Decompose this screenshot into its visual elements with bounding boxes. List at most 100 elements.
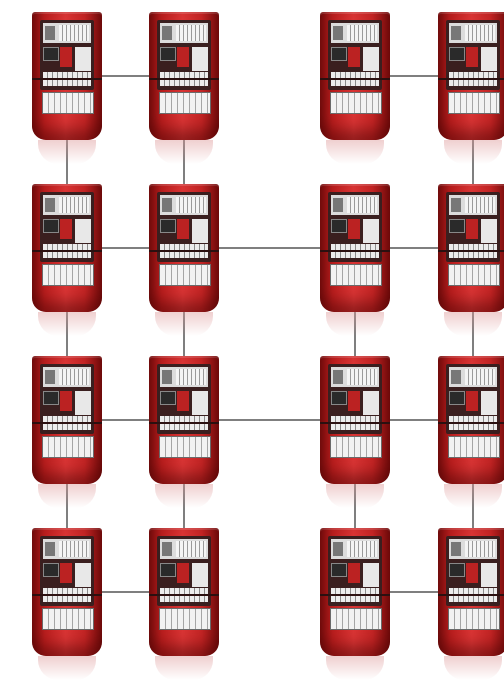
control-module	[43, 219, 59, 233]
panel-hinge	[32, 250, 102, 252]
card-module	[192, 563, 208, 587]
panel-reflection	[444, 484, 502, 508]
display-module	[449, 23, 497, 43]
relay-module	[60, 219, 72, 239]
display-module	[160, 195, 208, 215]
display-module	[449, 195, 497, 215]
fire-alarm-panel	[32, 12, 102, 164]
panel-hinge	[320, 78, 390, 80]
fire-alarm-panel	[32, 356, 102, 508]
control-module	[449, 219, 465, 233]
display-module	[331, 539, 379, 559]
panel-hinge	[438, 594, 504, 596]
fire-alarm-panel	[438, 12, 504, 164]
battery-bay	[448, 436, 500, 458]
panel-cabinet	[438, 528, 504, 656]
panel-reflection	[155, 484, 213, 508]
battery-bay	[159, 92, 211, 114]
display-module	[43, 367, 91, 387]
display-module	[43, 539, 91, 559]
control-module	[331, 563, 347, 577]
panel-cabinet	[32, 356, 102, 484]
fire-alarm-panel	[320, 184, 390, 336]
fire-alarm-panel	[320, 356, 390, 508]
panel-cabinet	[320, 356, 390, 484]
panel-hinge	[32, 422, 102, 424]
panel-hinge	[320, 422, 390, 424]
control-module	[331, 219, 347, 233]
relay-module	[177, 47, 189, 67]
panel-reflection	[444, 312, 502, 336]
panel-reflection	[38, 312, 96, 336]
panel-hinge	[320, 594, 390, 596]
relay-module	[177, 391, 189, 411]
relay-module	[60, 391, 72, 411]
panel-cabinet	[438, 356, 504, 484]
panel-cabinet	[438, 184, 504, 312]
panel-cabinet	[149, 356, 219, 484]
control-module	[160, 563, 176, 577]
display-module	[449, 367, 497, 387]
panel-hinge	[149, 594, 219, 596]
battery-bay	[159, 608, 211, 630]
fire-alarm-panel	[438, 528, 504, 680]
display-module	[43, 195, 91, 215]
battery-bay	[42, 436, 94, 458]
battery-bay	[42, 264, 94, 286]
panel-hinge	[438, 78, 504, 80]
display-module	[160, 23, 208, 43]
relay-module	[177, 563, 189, 583]
panel-cabinet	[320, 184, 390, 312]
card-module	[363, 219, 379, 243]
fire-alarm-panel	[149, 528, 219, 680]
relay-module	[466, 219, 478, 239]
control-module	[160, 219, 176, 233]
control-module	[43, 391, 59, 405]
panel-cabinet	[438, 12, 504, 140]
panel-cabinet	[320, 12, 390, 140]
display-module	[160, 539, 208, 559]
fire-alarm-panel	[32, 184, 102, 336]
card-module	[75, 47, 91, 71]
fire-alarm-panel	[32, 528, 102, 680]
panel-reflection	[155, 140, 213, 164]
panel-door	[446, 364, 500, 434]
fire-alarm-panel	[320, 528, 390, 680]
battery-bay	[330, 264, 382, 286]
relay-module	[177, 219, 189, 239]
battery-bay	[42, 608, 94, 630]
card-module	[363, 47, 379, 71]
panel-reflection	[155, 312, 213, 336]
battery-bay	[159, 436, 211, 458]
display-module	[331, 195, 379, 215]
card-module	[481, 391, 497, 415]
card-module	[192, 47, 208, 71]
card-module	[75, 391, 91, 415]
relay-module	[466, 47, 478, 67]
panel-hinge	[149, 78, 219, 80]
control-module	[449, 47, 465, 61]
relay-module	[60, 563, 72, 583]
panel-network-diagram	[32, 12, 504, 680]
display-module	[160, 367, 208, 387]
card-module	[363, 563, 379, 587]
panel-reflection	[444, 140, 502, 164]
battery-bay	[330, 608, 382, 630]
control-module	[43, 563, 59, 577]
panel-hinge	[320, 250, 390, 252]
relay-module	[348, 391, 360, 411]
panel-cabinet	[149, 12, 219, 140]
fire-alarm-panel	[149, 184, 219, 336]
card-module	[192, 391, 208, 415]
battery-bay	[448, 608, 500, 630]
panel-hinge	[438, 250, 504, 252]
fire-alarm-panel	[438, 184, 504, 336]
battery-bay	[448, 264, 500, 286]
control-module	[160, 391, 176, 405]
panel-cabinet	[320, 528, 390, 656]
display-module	[331, 23, 379, 43]
control-module	[160, 47, 176, 61]
display-module	[449, 539, 497, 559]
relay-module	[60, 47, 72, 67]
relay-module	[348, 219, 360, 239]
